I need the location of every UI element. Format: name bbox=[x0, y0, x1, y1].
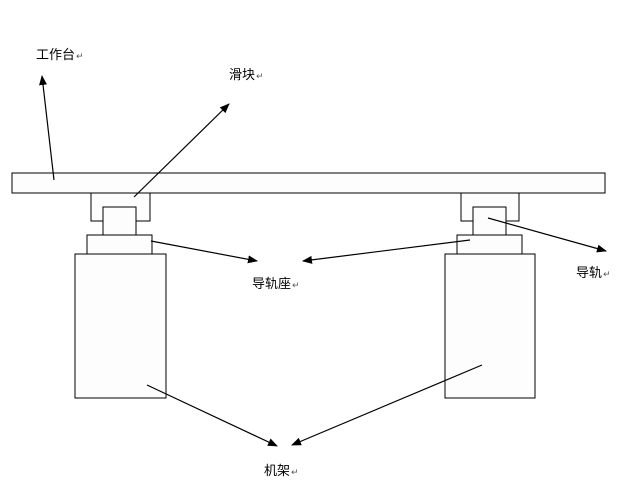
right-rail bbox=[472, 206, 507, 236]
right-frame bbox=[444, 253, 536, 399]
frame-arrow-left bbox=[146, 384, 278, 447]
left-rail bbox=[102, 206, 137, 236]
worktable-plate bbox=[11, 172, 606, 194]
left-rail-seat bbox=[86, 234, 153, 255]
label-worktable: 工作台↵ bbox=[36, 48, 84, 63]
label-rail: 导轨↵ bbox=[576, 266, 611, 281]
worktable-arrow bbox=[39, 75, 55, 181]
left-frame bbox=[74, 253, 167, 399]
label-rail-seat: 导轨座↵ bbox=[252, 277, 300, 292]
slider-arrow bbox=[133, 103, 230, 198]
rail-arrow bbox=[487, 217, 607, 253]
label-slider: 滑块↵ bbox=[229, 68, 264, 83]
right-rail-seat bbox=[456, 234, 523, 255]
label-frame: 机架↵ bbox=[264, 464, 299, 479]
frame-arrow-right bbox=[291, 364, 483, 446]
rail-seat-arrow-right bbox=[302, 239, 471, 264]
rail-seat-arrow-left bbox=[150, 240, 258, 264]
